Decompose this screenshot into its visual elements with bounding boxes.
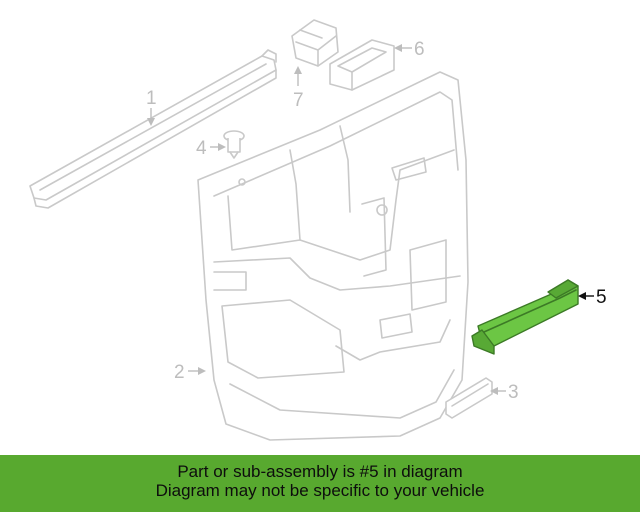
callout-1-label: 1 <box>146 88 157 109</box>
parts-diagram: 1 2 3 4 5 6 7 <box>29 19 607 441</box>
callout-3-label: 3 <box>508 382 519 403</box>
callout-4-label: 4 <box>196 138 207 159</box>
part-7-switch[interactable] <box>291 19 339 67</box>
callout-6-label: 6 <box>414 39 425 60</box>
callout-3: 3 <box>490 382 519 403</box>
part-6-switch-bezel[interactable] <box>329 39 395 91</box>
part-4-push-pin[interactable] <box>223 130 245 159</box>
callout-7: 7 <box>293 66 304 111</box>
callout-2-label: 2 <box>174 362 185 383</box>
banner-line-1: Part or sub-assembly is #5 in diagram <box>177 462 463 481</box>
part-2-door-trim-panel[interactable] <box>197 71 469 441</box>
part-5-armrest-highlighted[interactable] <box>471 279 579 355</box>
banner-line-2: Diagram may not be specific to your vehi… <box>155 481 485 500</box>
part-3-trim-piece[interactable] <box>445 377 493 419</box>
callout-5-label: 5 <box>596 287 607 308</box>
info-banner: Part or sub-assembly is #5 in diagram Di… <box>0 455 640 512</box>
callout-2: 2 <box>174 362 206 383</box>
callout-1: 1 <box>146 88 157 126</box>
callout-7-label: 7 <box>293 90 304 111</box>
callout-4: 4 <box>196 138 226 159</box>
part-1-belt-molding[interactable] <box>29 49 277 209</box>
callout-6: 6 <box>394 39 425 60</box>
callout-5: 5 <box>578 287 607 308</box>
